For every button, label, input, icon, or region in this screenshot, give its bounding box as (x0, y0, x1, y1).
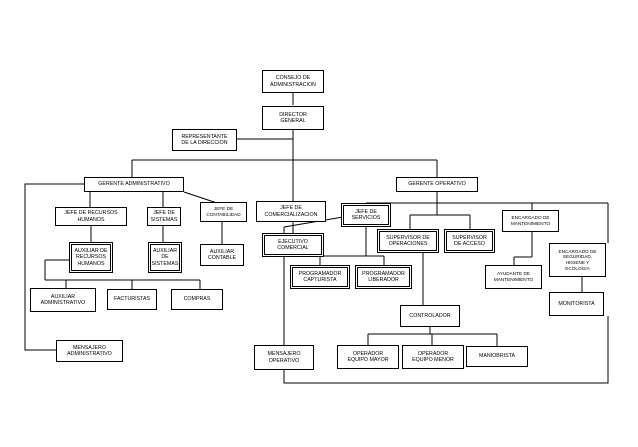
maniobrista-box: MANIOBRISTA (466, 346, 528, 367)
mensajero-operativo-box: MENSAJERO OPERATIVO (254, 345, 314, 370)
representante-box: REPRESENTANTE DE LA DIRECCION (172, 129, 237, 151)
facturistas-box: FACTURISTAS (107, 289, 157, 310)
auxiliar-administrativo-box: AUXILIAR ADMINISTRATIVO (30, 288, 96, 312)
programador-liberador-box: PROGRAMADOR LIBERADOR (355, 265, 412, 289)
supervisor-operaciones-box: SUPERVISOR DE OPERACIONES (377, 229, 439, 253)
encargado-mantenimiento-box: ENCARGADO DE MANTENIMIENTO (502, 210, 559, 232)
ayudante-mantenimiento-box: AYUDANTE DE MANTENIMIENTO (485, 265, 542, 289)
monitorista-box: MONITORISTA (549, 292, 604, 316)
consejo-box: CONSEJO DE ADMINISTRACION (262, 70, 324, 93)
jefe-sistemas-box: JEFE DE SISTEMAS (147, 207, 181, 226)
mensajero-administrativo-box: MENSAJERO ADMINISTRATIVO (56, 340, 123, 362)
auxiliar-contable-box: AUXILIAR CONTABLE (200, 244, 244, 266)
jefe-servicios-box: JEFE DE SERVICIOS (341, 203, 391, 227)
operador-menor-box: OPERADOR EQUIPO MENOR (402, 345, 464, 369)
compras-box: COMPRAS (171, 289, 223, 310)
supervisor-acceso-box: SUPERVISOR DE ACCESO (444, 229, 495, 253)
auxiliar-rrhh-box: AUXILIAR DE RECURSOS HUMANOS (69, 242, 113, 273)
ejecutivo-comercial-box: EJECUTIVO COMERCIAL (262, 233, 324, 257)
jefe-contabilidad-box: JEFE DE CONTABILIDAD (200, 202, 247, 222)
encargado-seguridad-box: ENCARGADO DE SEGURIDAD, HIGIENE Y ECOLOG… (549, 243, 606, 277)
operador-mayor-box: OPERADOR EQUIPO MAYOR (337, 345, 399, 369)
auxiliar-sistemas-box: AUXILIAR DE SISTEMAS (148, 242, 182, 273)
jefe-rrhh-box: JEFE DE RECURSOS HUMANOS (55, 207, 127, 226)
director-box: DIRECTOR GENERAL (262, 106, 324, 130)
jefe-comercializacion-box: JEFE DE COMERCIALIZACION (256, 201, 326, 222)
controlador-box: CONTROLADOR (400, 305, 460, 327)
gerente-operativo-box: GERENTE OPERATIVO (396, 177, 478, 192)
programador-capturista-box: PROGRAMADOR CAPTURISTA (290, 265, 350, 289)
gerente-admin-box: GERENTE ADMINISTRATIVO (84, 177, 184, 192)
